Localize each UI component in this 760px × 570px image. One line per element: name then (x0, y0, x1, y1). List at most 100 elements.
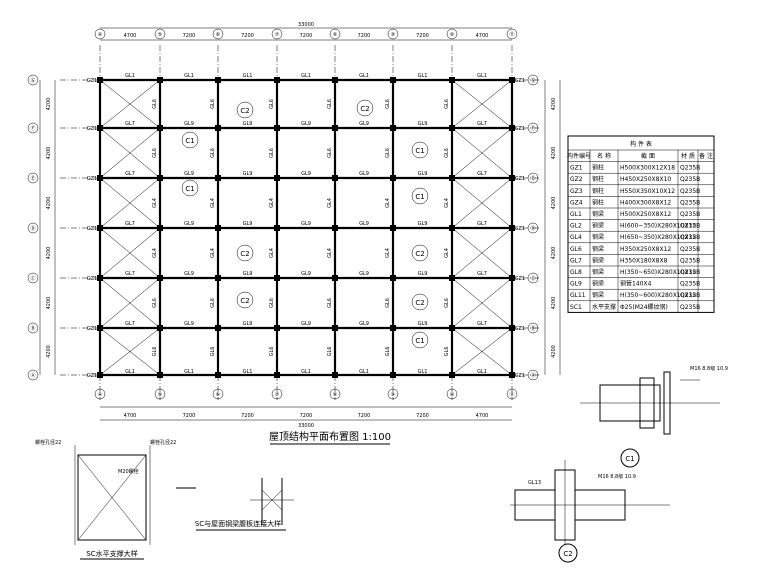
beam-label: GL4 (444, 198, 450, 208)
row-axis-bubble (27, 272, 39, 284)
table-cell: 钢管140X4 (620, 280, 652, 288)
gl13-note: GL13 (528, 480, 541, 486)
detail-callout-marker (181, 179, 199, 197)
beam-label: GL1 (301, 369, 311, 375)
steel-column (449, 175, 455, 181)
beam-label: GL6 (152, 148, 158, 158)
beam-label: GL4 (327, 198, 333, 208)
beam-label: GL6 (327, 347, 333, 357)
span-dim-right: 4200 (551, 98, 557, 111)
sc-brace (99, 177, 161, 229)
row-axis-label: Ⓒ (530, 275, 535, 282)
table-cell: GL2 (570, 223, 582, 230)
beam-label: GL4 (385, 248, 391, 258)
steel-column (390, 225, 396, 231)
table-cell: H350X180X8X8 (620, 257, 668, 264)
detail-callout-marker (236, 291, 254, 309)
table-cell: 钢梁 (592, 291, 604, 299)
span-dim-right: 4200 (551, 345, 557, 358)
span-dim-right: 4200 (551, 297, 557, 310)
table-cell: Q235B (680, 176, 700, 183)
span-dim-top: 7200 (300, 33, 313, 39)
steel-column (157, 175, 163, 181)
beam-label: GL9 (301, 321, 311, 327)
sc-brace (99, 327, 161, 376)
beam-label: GL6 (385, 99, 391, 109)
steel-column (332, 77, 338, 83)
beam-label: GL9 (243, 221, 253, 227)
beam-label: GL6 (210, 298, 216, 308)
steel-column (215, 275, 221, 281)
steel-column (390, 125, 396, 131)
beam-label: GL4 (444, 248, 450, 258)
table-cell: 钢柱 (592, 198, 604, 206)
steel-column (449, 125, 455, 131)
col-axis-label: ⑦ (275, 32, 280, 38)
row-axis-label: Ⓖ (530, 77, 535, 84)
beam-label: GL6 (444, 99, 450, 109)
row-axis-bubble (527, 222, 539, 234)
column-label: GZ1 (515, 226, 525, 232)
steel-column (332, 225, 338, 231)
detail-callout-label: C1 (185, 137, 194, 145)
beam-label: GL4 (210, 248, 216, 258)
beam-label: GL1 (418, 73, 428, 79)
row-axis-bubble (27, 322, 39, 334)
table-cell: H(350~650)X280X10X12 (620, 269, 696, 276)
span-dim-top: 4700 (124, 33, 137, 39)
steel-column (509, 225, 515, 231)
column-label: GZ1 (515, 373, 525, 379)
steel-column (157, 225, 163, 231)
sc-brace (99, 79, 161, 129)
steel-column (215, 325, 221, 331)
beam-label: GL9 (184, 321, 194, 327)
row-axis-bubble (527, 272, 539, 284)
steel-column (157, 125, 163, 131)
col-axis-bubble (212, 28, 224, 40)
span-dim-bottom: 7200 (183, 413, 196, 419)
beam-label: GL1 (243, 73, 253, 79)
span-dim-right: 4200 (551, 247, 557, 260)
span-dim-top: 7200 (416, 33, 429, 39)
table-cell: 钢柱 (592, 175, 604, 183)
steel-column (215, 175, 221, 181)
row-axis-bubble (527, 74, 539, 86)
span-dim-left: 4200 (46, 345, 52, 358)
span-dim-left: 4200 (46, 297, 52, 310)
table-cell: GL7 (570, 257, 582, 264)
beam-label: GL6 (385, 347, 391, 357)
steel-column (274, 125, 280, 131)
overall-dim-bottom: 33000 (298, 423, 314, 429)
beam-label: GL4 (152, 248, 158, 258)
row-axis-label: Ⓑ (530, 325, 535, 332)
table-title: 构 件 表 (630, 140, 652, 148)
table-cell: Q235B (680, 304, 700, 311)
steel-column (509, 125, 515, 131)
col-axis-bubble (154, 388, 166, 400)
col-axis-bubble (329, 28, 341, 40)
sc-brace (451, 79, 513, 129)
col-axis-bubble (387, 388, 399, 400)
column-label: GZ1 (515, 126, 525, 132)
beam-label: GL1 (125, 73, 135, 79)
table-cell: H(600~350)X280X10X12 (620, 223, 696, 230)
column-label: GZ1 (87, 126, 97, 132)
col-axis-bubble (94, 28, 106, 40)
detail-callout-label: C2 (240, 297, 249, 305)
span-dim-right: 4200 (551, 147, 557, 160)
beam-label: GL1 (359, 369, 369, 375)
sc-note-right: 螺栓孔径22 (150, 439, 176, 446)
beam-label: GL6 (385, 298, 391, 308)
table-header: 截 面 (641, 152, 655, 160)
steel-column (157, 325, 163, 331)
table-header: 名 称 (597, 152, 611, 160)
beam-label: GL6 (327, 99, 333, 109)
row-axis-label: Ⓓ (530, 225, 535, 232)
sc-note-left: 螺栓孔径22 (35, 439, 61, 446)
table-cell: GZ4 (570, 199, 583, 206)
column-label: GZ1 (515, 176, 525, 182)
column-label: GZ1 (87, 373, 97, 379)
beam-label: GL9 (301, 121, 311, 127)
beam-label: GL9 (418, 221, 428, 227)
